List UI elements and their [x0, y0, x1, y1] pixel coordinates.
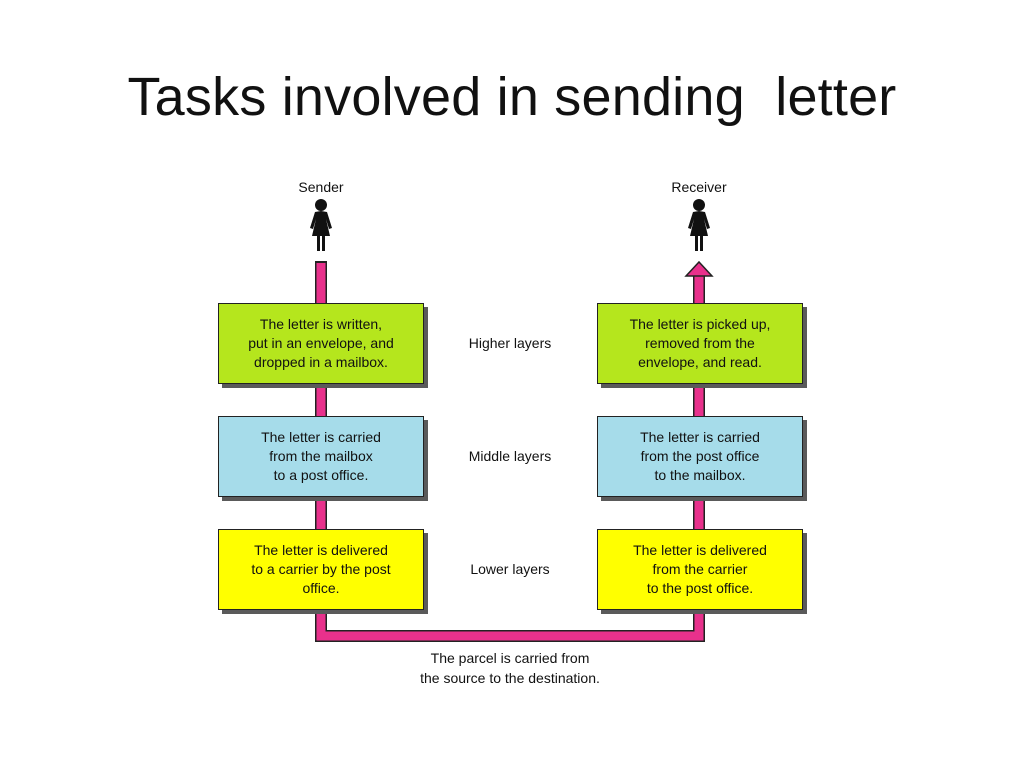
- higher-layers-label: Higher layers: [468, 335, 552, 351]
- sender-middle-layer-box: The letter is carried from the mailbox t…: [218, 416, 424, 497]
- sender-person-icon: [310, 199, 332, 251]
- receiver-lower-layer-box: The letter is delivered from the carrier…: [597, 529, 803, 610]
- receiver-person-icon: [688, 199, 710, 251]
- receiver-middle-layer-box: The letter is carried from the post offi…: [597, 416, 803, 497]
- transit-caption: The parcel is carried from the source to…: [420, 650, 600, 686]
- receiver-higher-layer-box: The letter is picked up, removed from th…: [597, 303, 803, 384]
- receiver-label: Receiver: [671, 179, 727, 195]
- sender-lower-layer-box: The letter is delivered to a carrier by …: [218, 529, 424, 610]
- middle-layers-label: Middle layers: [468, 448, 552, 464]
- lower-layers-label: Lower layers: [470, 561, 550, 577]
- sender-higher-layer-box: The letter is written, put in an envelop…: [218, 303, 424, 384]
- receiver-arrow-head: [684, 260, 714, 277]
- slide-title: Tasks involved in sending letter: [127, 67, 897, 127]
- sender-label: Sender: [298, 179, 344, 195]
- sender-path-cap: [315, 261, 327, 263]
